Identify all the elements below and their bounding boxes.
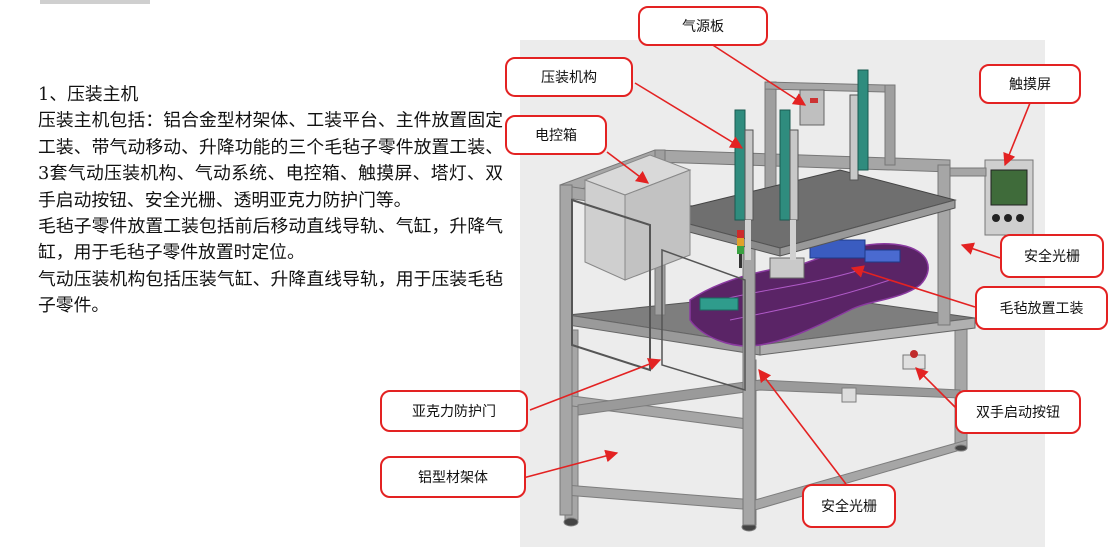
touch-screen <box>949 159 1034 236</box>
callout-safety-light-curtain-bottom: 安全光栅 <box>802 484 896 528</box>
two-hand-buttons <box>902 350 926 370</box>
callout-safety-light-curtain-right: 安全光栅 <box>1000 234 1104 278</box>
leader-lines <box>522 39 1031 485</box>
callout-aluminum-frame: 铝型材架体 <box>380 456 526 498</box>
callout-acrylic-door: 亚克力防护门 <box>380 390 528 432</box>
top-strip <box>0 0 1110 10</box>
callout-control-box: 电控箱 <box>505 115 607 155</box>
section-heading: 1、压装主机 <box>38 84 139 105</box>
callout-two-hand-start: 双手启动按钮 <box>955 390 1081 434</box>
callout-touch-screen: 触摸屏 <box>979 64 1081 104</box>
description-text: 1、压装主机 压装主机包括：铝合金型材架体、工装平台、主件放置固定工装、带气动移… <box>38 82 503 320</box>
press-cylinders <box>734 69 869 260</box>
callout-air-board: 气源板 <box>638 6 768 46</box>
tower-light <box>737 230 744 268</box>
cropped-header-text <box>40 0 150 4</box>
callout-felt-fixture: 毛毡放置工装 <box>975 286 1108 330</box>
control-box <box>583 154 692 281</box>
paragraph-2: 毛毡子零件放置工装包括前后移动直线导轨、气缸，升降气缸，用于毛毡子零件放置时定位… <box>38 216 503 264</box>
press-plate <box>654 169 957 257</box>
paragraph-3: 气动压装机构包括压装气缸、升降直线导轨，用于压装毛毡子零件。 <box>38 268 503 317</box>
paragraph-1: 压装主机包括：铝合金型材架体、工装平台、主件放置固定工装、带气动移动、升降功能的… <box>38 110 503 211</box>
top-frame <box>559 81 951 526</box>
callout-press-mechanism: 压装机构 <box>505 57 633 97</box>
